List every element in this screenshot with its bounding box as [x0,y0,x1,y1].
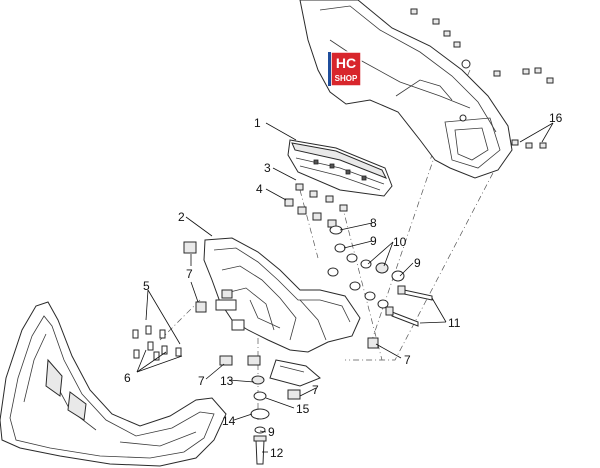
callout-labels: 1 2 3 4 5 6 7 7 7 7 8 9 9 9 10 11 12 13 … [124,111,563,460]
callout-9-right: 9 [414,256,421,270]
upper-fairing-panel [299,0,513,179]
callout-9-bottom: 9 [268,425,275,439]
callout-15: 15 [296,402,310,416]
callout-6: 6 [124,371,131,385]
logo-text-hc: HC [336,55,356,71]
clips-7 [183,241,379,400]
callout-5: 5 [143,279,150,293]
hc-shop-logo: HC SHOP [328,51,362,87]
callout-7-lower-left: 7 [198,374,205,388]
callout-3: 3 [264,161,271,175]
callout-12: 12 [270,446,284,460]
callout-2: 2 [178,210,185,224]
lower-mount-stack [250,375,270,465]
grommets-3-4 [284,183,348,228]
callout-16: 16 [549,111,563,125]
logo-text-shop: SHOP [335,74,358,83]
callout-4: 4 [256,182,263,196]
callout-7-right: 7 [404,353,411,367]
callout-9-upper: 9 [370,234,377,248]
washers-nuts-8-9-10 [327,225,405,309]
callout-10: 10 [393,235,407,249]
leader-lines [136,122,554,453]
callout-13: 13 [220,374,234,388]
callout-8: 8 [370,216,377,230]
callout-1: 1 [254,116,261,130]
callout-14: 14 [222,414,236,428]
instrument-cluster [287,139,393,197]
callout-7-bottom: 7 [312,383,319,397]
bolts-11 [385,285,433,327]
instrument-bracket [203,237,361,387]
callout-11: 11 [448,316,461,330]
screws-16-group [410,8,554,149]
screws-5-6 [132,325,182,361]
headlight-assembly [0,301,227,467]
callout-7-upper: 7 [186,267,193,281]
